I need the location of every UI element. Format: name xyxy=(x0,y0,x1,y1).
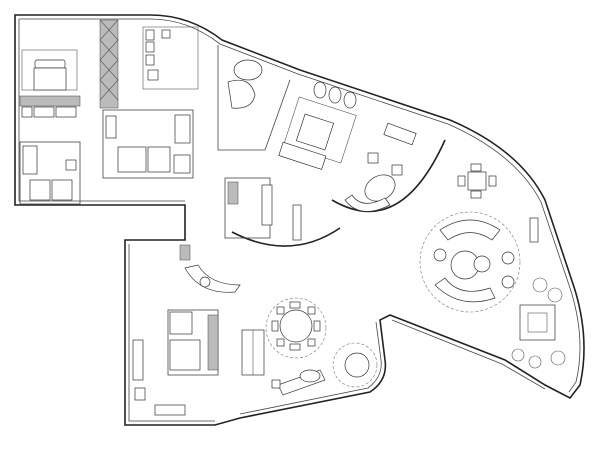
corridor-closet xyxy=(99,19,119,109)
master-bedroom xyxy=(278,81,357,170)
master-bath xyxy=(217,45,291,151)
lounge-1 xyxy=(142,26,199,90)
terrace-lounge xyxy=(511,217,566,369)
center-core xyxy=(224,177,302,241)
dining-area xyxy=(265,297,327,359)
round-lounge xyxy=(419,211,521,313)
kitchen-service xyxy=(132,309,219,416)
dining-set-4 xyxy=(457,163,497,199)
bar-counter xyxy=(241,329,265,376)
living-area xyxy=(231,122,446,247)
bedroom-1 xyxy=(19,49,81,118)
bar-nook xyxy=(271,342,378,396)
entry-foyer xyxy=(179,244,241,293)
bath-1 xyxy=(19,141,81,205)
service-core xyxy=(102,109,194,179)
